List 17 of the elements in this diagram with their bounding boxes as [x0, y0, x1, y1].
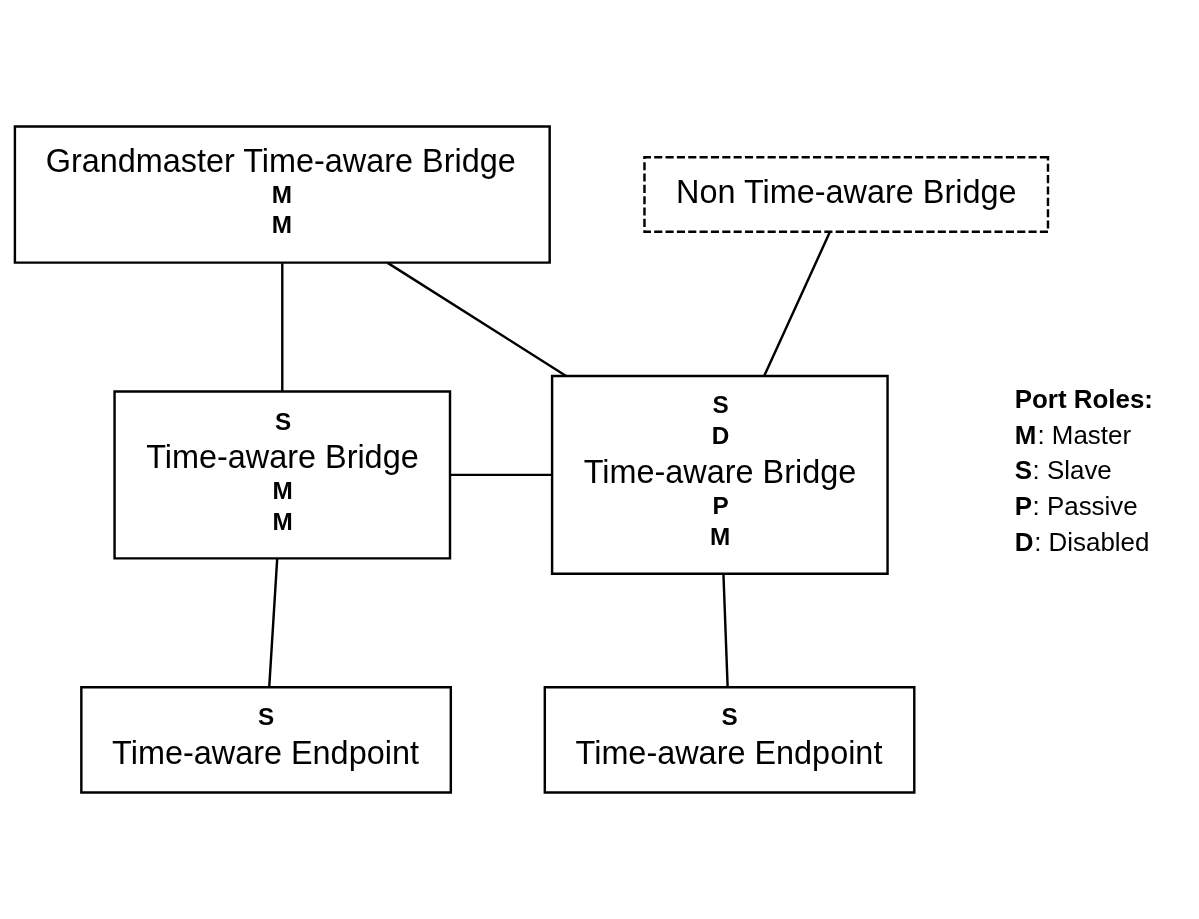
- label: P: Passive: [1014, 492, 1138, 521]
- connector: [722, 573, 729, 687]
- connector: [450, 473, 552, 477]
- node-box: S D Time-aware Bridge P M: [550, 374, 889, 575]
- node-box: S Time-aware Bridge M M: [113, 390, 452, 560]
- label: Port Roles:: [1014, 385, 1153, 414]
- connector: [387, 261, 567, 377]
- node-box: Non Time-aware Bridge: [643, 156, 1050, 234]
- label: S: Slave: [1014, 456, 1112, 485]
- label: M: Master: [1014, 420, 1132, 449]
- label: D: Disabled: [1014, 527, 1150, 556]
- connector: [763, 231, 832, 377]
- node-box: S Time-aware Endpoint: [80, 685, 453, 794]
- connector: [268, 558, 279, 687]
- node-box: S Time-aware Endpoint: [543, 685, 916, 794]
- connector: [281, 263, 284, 391]
- node-box: Grandmaster Time-aware Bridge M M: [13, 125, 551, 264]
